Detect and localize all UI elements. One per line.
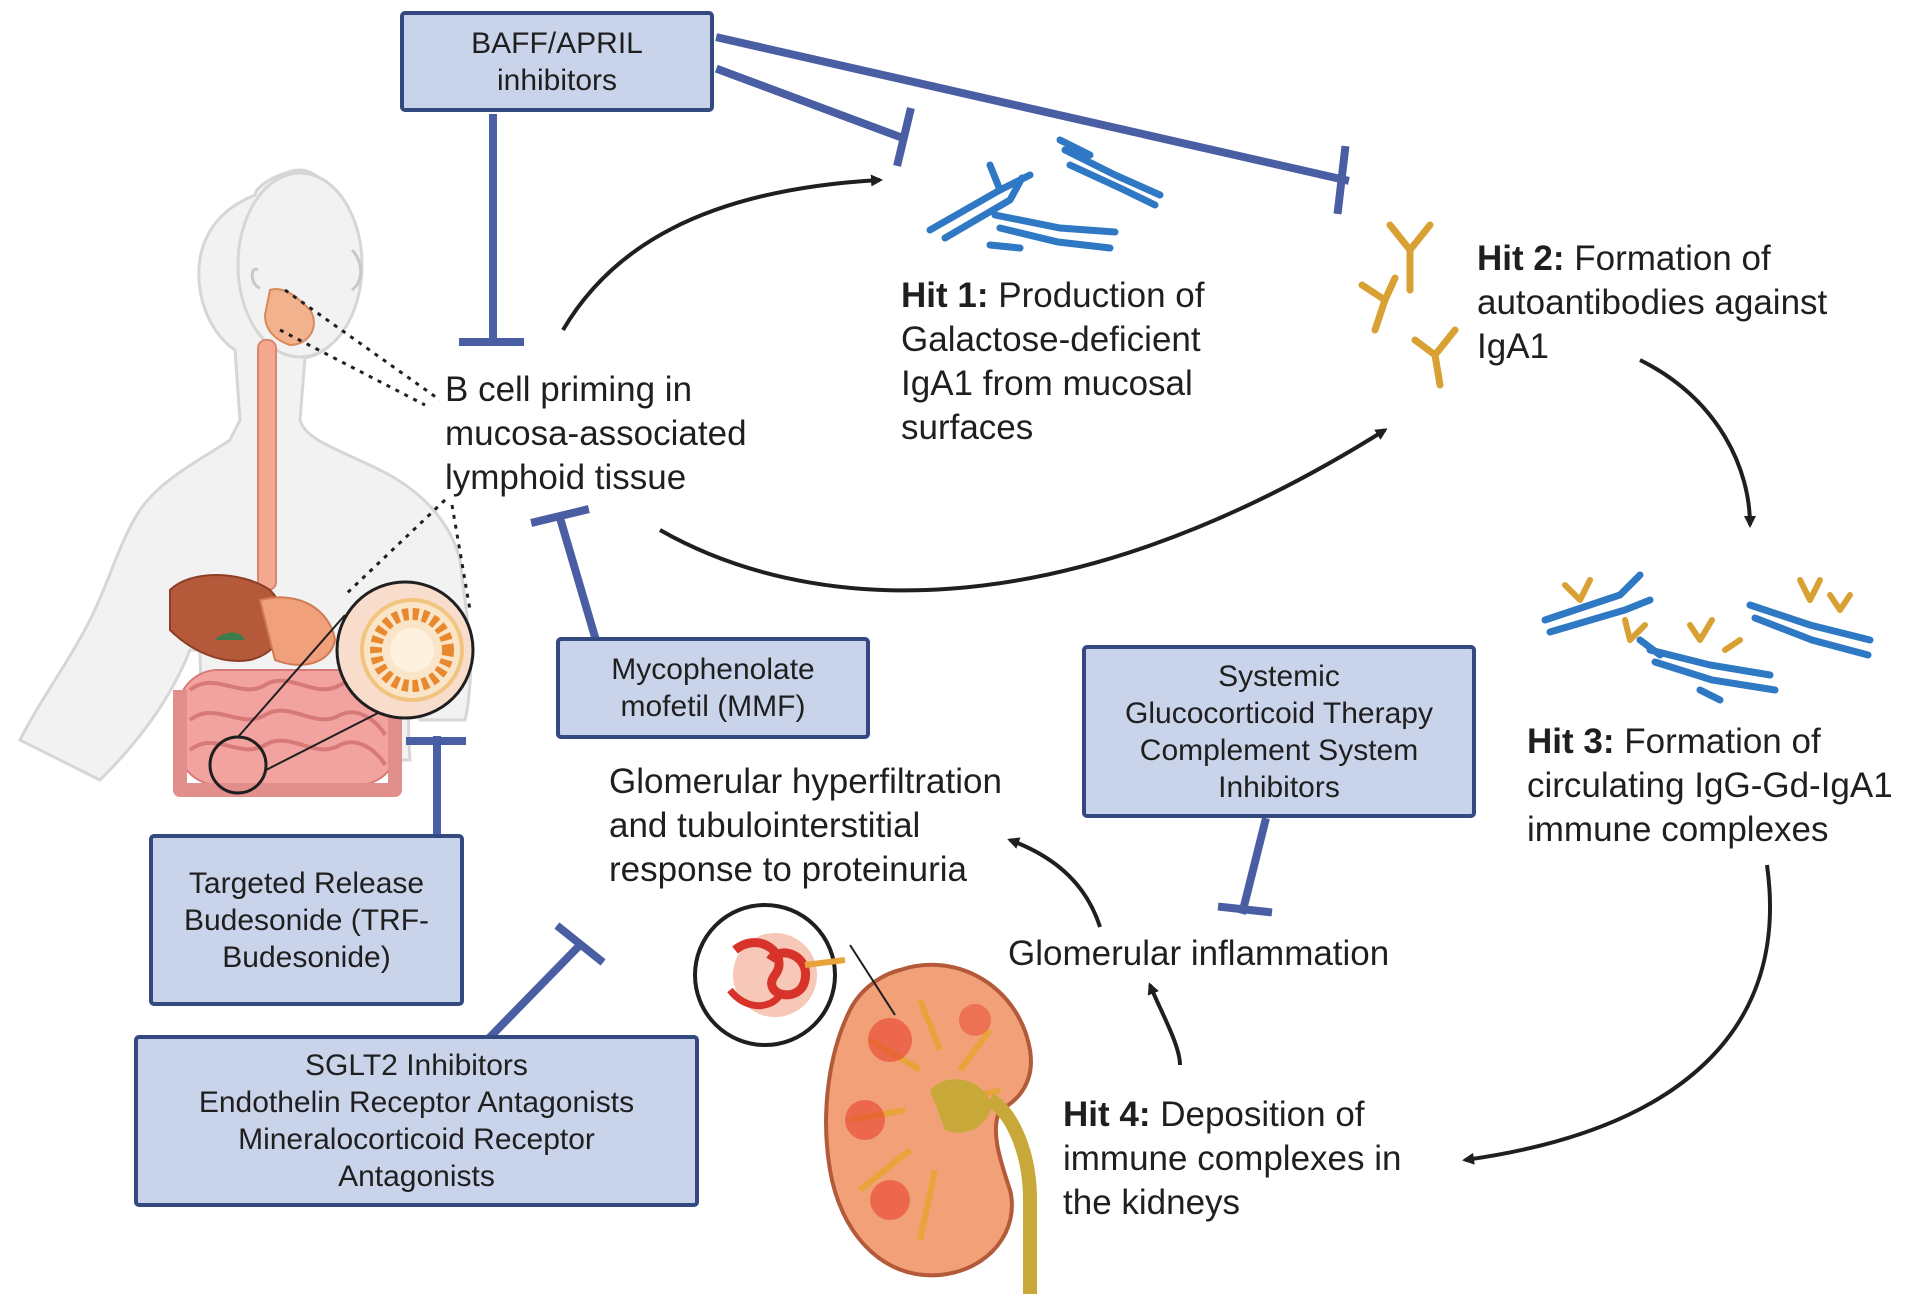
hit1-label: Hit 1: Production of Galactose-deficient…: [901, 276, 1205, 447]
inhibitor-lines: [406, 33, 1350, 1041]
systemic-therapy-box: Systemic Glucocorticoid Therapy Compleme…: [1082, 645, 1476, 818]
trf-budesonide-text: Targeted Release Budesonide (TRF- Budeso…: [183, 866, 430, 974]
digestive-tract-icon: [169, 288, 402, 797]
sglt2-endothelin-text: SGLT2 Inhibitors Endothelin Receptor Ant…: [198, 1049, 635, 1193]
zoom-lines: [279, 288, 472, 611]
immune-complex-icon: [1541, 571, 1874, 704]
hit4-label: Hit 4: Deposition of immune complexes in…: [1063, 1095, 1402, 1222]
pathway-arrows: [561, 174, 1772, 1165]
glomerular-hyperfiltration-label: Glomerular hyperfiltration and tubuloint…: [609, 762, 1002, 889]
sglt2-endothelin-box: SGLT2 Inhibitors Endothelin Receptor Ant…: [134, 1035, 699, 1207]
hit3-label: Hit 3: Formation of circulating IgG-Gd-I…: [1527, 722, 1893, 849]
glomerular-inflammation-label: Glomerular inflammation: [1008, 934, 1390, 973]
kidney-icon: [824, 962, 1037, 1294]
systemic-therapy-text: Systemic Glucocorticoid Therapy Compleme…: [1125, 659, 1433, 804]
baff-april-text: BAFF/APRIL inhibitors: [471, 26, 643, 97]
trf-budesonide-box: Targeted Release Budesonide (TRF- Budeso…: [149, 834, 464, 1006]
mmf-box: Mycophenolate mofetil (MMF): [556, 637, 870, 739]
hit2-label: Hit 2: Formation of autoantibodies again…: [1477, 239, 1828, 366]
glomerulus-icon: [693, 903, 896, 1047]
autoantibody-icon: [1358, 221, 1459, 389]
igA1-antibody-icon: [926, 136, 1164, 252]
mmf-text: Mycophenolate mofetil (MMF): [611, 653, 815, 723]
baff-april-inhibitors-box: BAFF/APRIL inhibitors: [400, 11, 714, 112]
b-cell-priming-label: B cell priming in mucosa-associated lymp…: [445, 370, 747, 497]
intestine-crosssection-icon: [237, 580, 475, 771]
